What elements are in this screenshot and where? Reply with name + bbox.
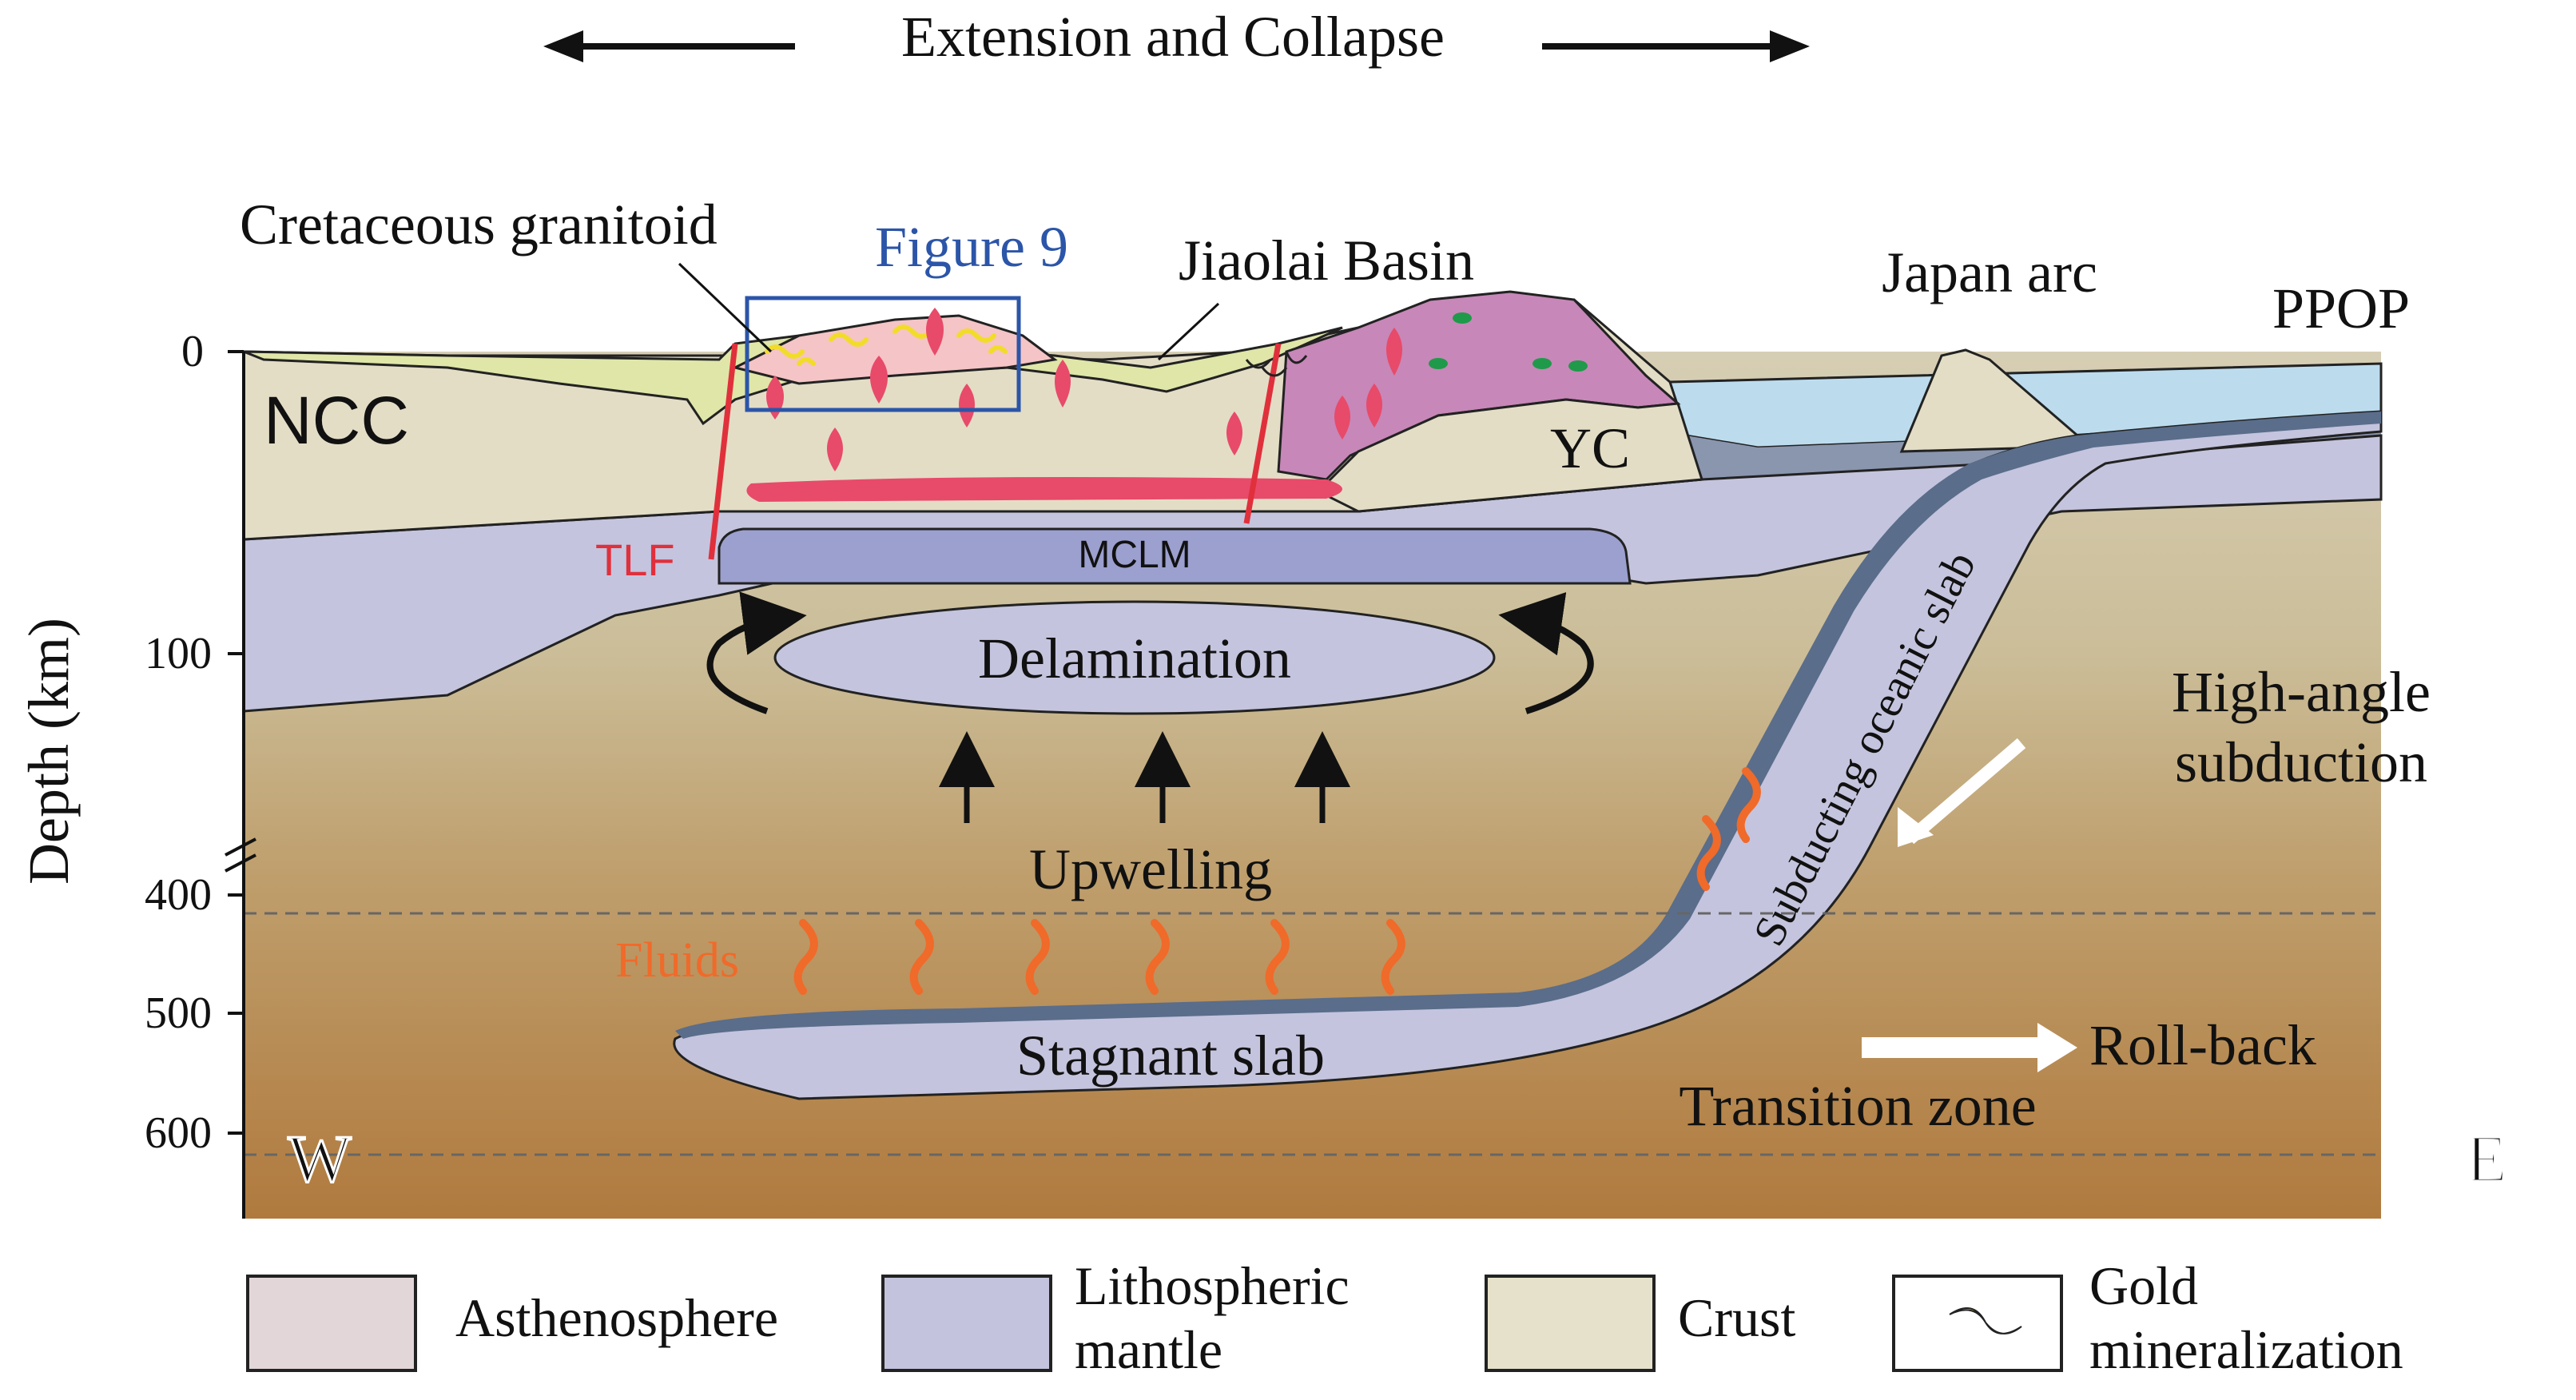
fluid-arrow-icon bbox=[793, 919, 818, 995]
fluid-arrow-icon bbox=[1736, 767, 1761, 843]
label-upwelling: Upwelling bbox=[1029, 837, 1272, 901]
axis-title: Depth (km) bbox=[17, 618, 81, 885]
curved-arrow-right bbox=[1498, 592, 1594, 714]
delamination-ellipse bbox=[773, 600, 1496, 715]
depth-axis bbox=[225, 350, 256, 1219]
fluid-arrow-icon bbox=[1025, 919, 1050, 995]
magma-drop bbox=[926, 308, 944, 356]
slab-dip-arrowhead bbox=[1898, 807, 1934, 847]
header-title: Extension and Collapse bbox=[901, 5, 1445, 69]
legend-label-mantle: mantle bbox=[1075, 1319, 1222, 1380]
label-roll-back: Roll-back bbox=[2089, 1013, 2316, 1077]
curved-arrow-left bbox=[706, 591, 807, 714]
gold-veins bbox=[765, 324, 1008, 366]
label-east: E bbox=[2466, 1122, 2506, 1196]
slab-dip-arrow bbox=[1905, 738, 2026, 845]
tick-400: 400 bbox=[145, 870, 212, 920]
tlf-fault-east bbox=[1243, 343, 1282, 524]
roll-back-arrowhead bbox=[2037, 1023, 2077, 1072]
label-yc: YC bbox=[1550, 416, 1630, 480]
magma-droplets bbox=[766, 308, 1402, 471]
roll-back-arrow-shaft bbox=[1862, 1037, 2041, 1058]
figure-9-box bbox=[745, 296, 1021, 412]
green-inclusions bbox=[1429, 312, 1588, 372]
magma-drop bbox=[1386, 328, 1402, 376]
label-subduction: subduction bbox=[2175, 730, 2427, 794]
label-jiaolai-basin: Jiaolai Basin bbox=[1179, 229, 1474, 292]
magma-drop bbox=[1055, 360, 1071, 408]
tick-600: 600 bbox=[145, 1108, 212, 1158]
label-mclm: MCLM bbox=[1078, 534, 1191, 576]
fluid-arrow-icon bbox=[1145, 919, 1170, 995]
header-arrowhead-left bbox=[543, 30, 583, 62]
label-ppop: PPOP bbox=[2272, 276, 2410, 340]
label-delamination: Delamination bbox=[978, 626, 1291, 690]
label-figure-9: Figure 9 bbox=[875, 215, 1068, 279]
tick-100: 100 bbox=[145, 629, 212, 678]
tick-500: 500 bbox=[145, 988, 212, 1038]
fluid-arrows bbox=[793, 767, 1761, 995]
header-arrowhead-right bbox=[1770, 30, 1810, 62]
fluid-arrow-icon bbox=[1381, 919, 1405, 995]
label-stagnant-slab: Stagnant slab bbox=[1016, 1024, 1325, 1088]
mclm-block bbox=[718, 527, 1632, 585]
legend-label-crust: Crust bbox=[1678, 1287, 1795, 1348]
legend-label-lithospheric: Lithospheric bbox=[1075, 1255, 1350, 1316]
label-transition-zone: Transition zone bbox=[1679, 1074, 2036, 1138]
legend-swatch-asthenosphere bbox=[246, 1275, 417, 1372]
magma-drop bbox=[1226, 412, 1242, 455]
tlf-fault-west bbox=[708, 343, 738, 560]
fluid-arrow-icon bbox=[1696, 815, 1721, 891]
label-japan-arc: Japan arc bbox=[1882, 241, 2097, 304]
legend-label-mineralization: mineralization bbox=[2089, 1319, 2403, 1380]
leader-basin bbox=[1157, 302, 1220, 361]
legend-swatch-gold bbox=[1892, 1275, 2063, 1372]
magma-sill bbox=[746, 476, 1342, 502]
label-cretaceous-granitoid: Cretaceous granitoid bbox=[240, 193, 718, 257]
label-fluids: Fluids bbox=[615, 933, 739, 988]
legend-swatch-crust bbox=[1485, 1275, 1656, 1372]
magma-drop bbox=[870, 356, 888, 404]
magma-drop bbox=[1334, 396, 1350, 439]
label-high-angle: High-angle bbox=[2172, 660, 2431, 724]
legend: Asthenosphere Lithospheric mantle Crust … bbox=[246, 1255, 2403, 1380]
label-west: W bbox=[288, 1122, 352, 1196]
yc-block bbox=[1316, 398, 1703, 513]
gold-squiggle-icon bbox=[1949, 1307, 2022, 1334]
label-ncc: NCC bbox=[264, 383, 409, 458]
upwelling-arrows bbox=[939, 731, 1350, 823]
legend-swatch-lithospheric-mantle bbox=[881, 1275, 1052, 1372]
magma-drop bbox=[827, 428, 843, 471]
fluid-arrow-icon bbox=[909, 919, 934, 995]
legend-label-gold: Gold bbox=[2089, 1255, 2198, 1316]
fluid-arrow-icon bbox=[1265, 919, 1290, 995]
magma-drop bbox=[959, 384, 975, 428]
fracture-lines bbox=[1245, 351, 1308, 377]
label-tlf: TLF bbox=[595, 535, 675, 585]
legend-label-asthenosphere: Asthenosphere bbox=[455, 1287, 778, 1348]
magma-drop bbox=[1366, 384, 1382, 428]
leader-granitoid bbox=[678, 262, 773, 353]
tick-0: 0 bbox=[181, 327, 204, 376]
